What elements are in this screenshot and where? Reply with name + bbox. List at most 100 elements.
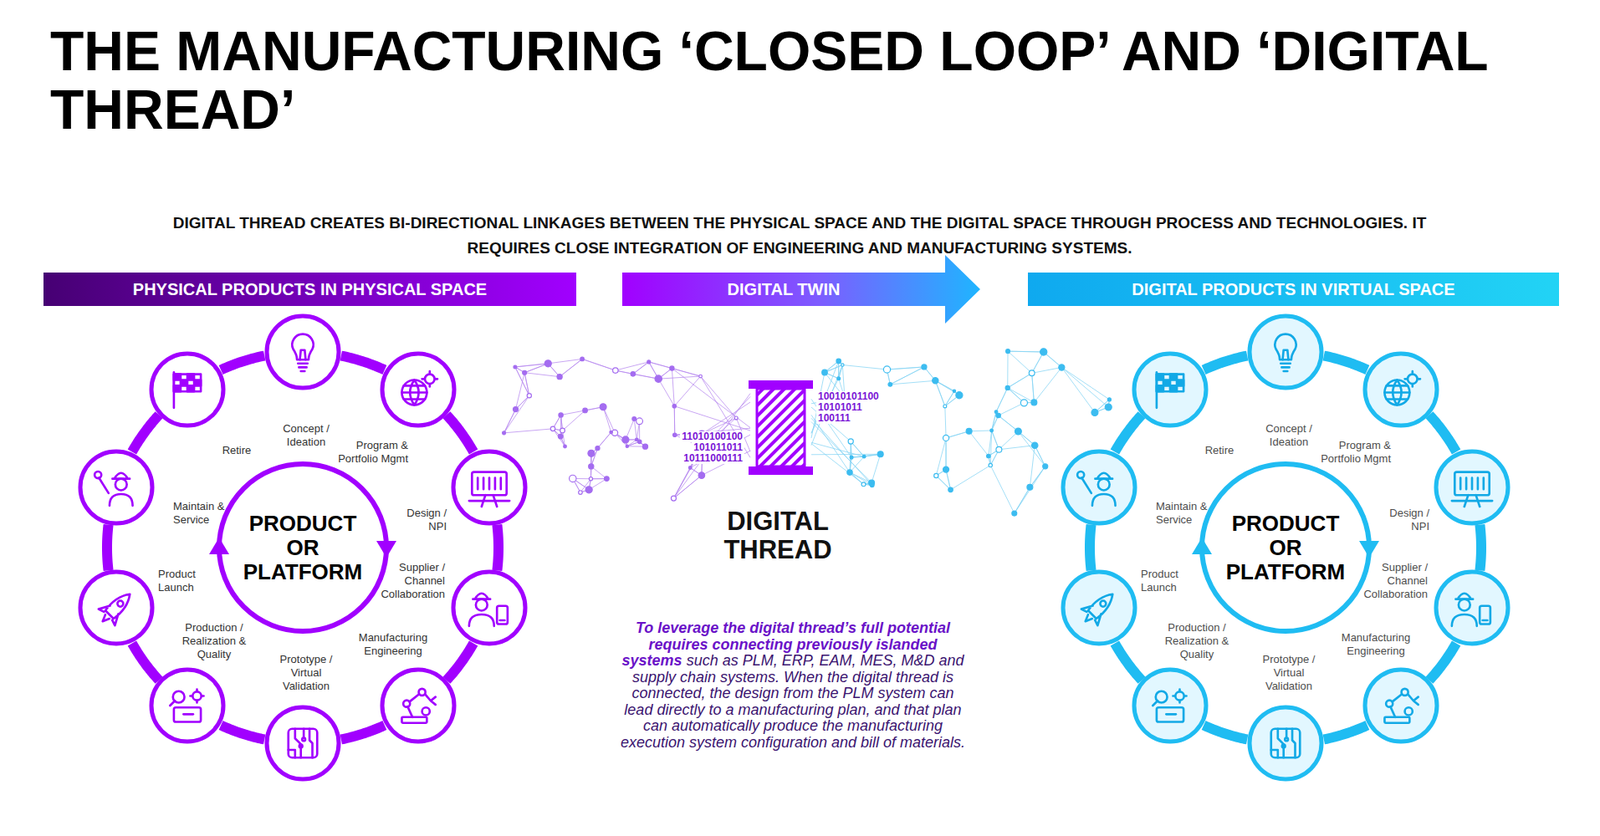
network-link — [1032, 367, 1063, 374]
network-dot — [883, 366, 890, 374]
spool-body — [756, 388, 805, 467]
ring-segment — [107, 525, 109, 572]
stage-icon — [1077, 586, 1121, 630]
network-dot — [588, 464, 594, 470]
icon-stroke — [1156, 385, 1164, 392]
stage-icon — [95, 471, 133, 507]
network-link — [945, 438, 947, 471]
icon-circle — [266, 707, 339, 780]
stage-icon — [468, 471, 509, 507]
stage-icon-circle: Production / Realization & Quality — [1131, 667, 1209, 745]
stage-label: Retire — [1185, 444, 1253, 458]
network-dot — [942, 434, 949, 441]
stage-shape — [148, 667, 226, 745]
icon-stroke — [499, 619, 505, 623]
network-dot — [609, 430, 614, 435]
network-link — [991, 412, 997, 431]
cycle-arrowhead — [209, 537, 230, 555]
stage-shape — [1247, 313, 1324, 391]
arrow-band — [622, 255, 981, 324]
network-dot — [921, 364, 927, 370]
icon-stroke — [1482, 619, 1488, 623]
ring-segment — [132, 414, 159, 452]
icon-stroke — [1404, 708, 1412, 716]
network-link — [1014, 487, 1031, 514]
network-link — [998, 415, 1019, 432]
stage-label: Maintain & Service — [173, 500, 241, 527]
network-link — [524, 373, 530, 397]
network-link — [597, 432, 611, 449]
network-dot — [698, 472, 706, 480]
stage-icon-circle: Supplier / Channel Collaboration — [1433, 569, 1511, 647]
network-link — [674, 376, 701, 407]
network-link — [582, 358, 616, 371]
icon-stroke — [297, 350, 308, 372]
stage-shape — [379, 667, 457, 745]
ring-segment — [1429, 643, 1457, 680]
ring-segment — [341, 356, 385, 371]
hub-text: PRODUCT OR PLATFORM — [1218, 511, 1353, 585]
binary-code: 10111000111 — [681, 453, 745, 465]
stage-icon-circle: Supplier / Channel Collaboration — [450, 569, 528, 647]
icon-circle — [1436, 572, 1508, 645]
network-link — [582, 358, 616, 371]
stage-label: Maintain & Service — [1155, 500, 1223, 527]
icon-stroke — [1153, 701, 1159, 707]
icon-stroke — [94, 586, 139, 630]
stage-shape — [450, 449, 528, 527]
network-dot — [986, 454, 992, 459]
network-link — [811, 454, 881, 456]
network-link — [1061, 367, 1109, 408]
icon-circle — [453, 572, 526, 645]
node-text: DIGITAL TWIN — [727, 279, 841, 300]
network-link — [1014, 487, 1031, 514]
network-dot — [1040, 348, 1048, 356]
stage-icon — [1274, 334, 1296, 372]
icon-circle — [1364, 353, 1437, 426]
network-link — [516, 373, 526, 410]
network-link — [547, 358, 583, 363]
network-dot — [849, 455, 854, 460]
stage-shape — [1247, 705, 1324, 783]
icon-stroke — [1271, 729, 1296, 759]
network-dot — [1012, 511, 1018, 517]
network-link — [935, 475, 951, 491]
icon-circle — [151, 669, 224, 742]
network-link — [996, 388, 1008, 413]
ring-segment — [220, 356, 265, 371]
stage-icon — [401, 689, 435, 724]
note-block: To leverage the digital thread’s full po… — [617, 620, 969, 752]
network-dot — [869, 483, 875, 488]
network-dot — [582, 408, 588, 414]
stage-label: Production / Realization & Quality — [172, 621, 256, 662]
stage-label: Supplier / Channel Collaboration — [365, 561, 445, 602]
icon-circle — [1134, 353, 1207, 426]
icon-stroke — [1451, 477, 1492, 507]
network-link — [1007, 351, 1033, 374]
node-text: DIGITAL PRODUCTS IN VIRTUAL SPACE — [1131, 279, 1455, 300]
network-dot — [877, 451, 884, 458]
icon-stroke — [173, 708, 201, 723]
icon-circle — [1364, 669, 1437, 742]
network-link — [658, 376, 701, 379]
network-dot — [1020, 399, 1028, 407]
network-dot — [513, 407, 519, 413]
icon-stroke — [1177, 379, 1185, 386]
stage-icon — [1271, 729, 1301, 759]
network-link — [1032, 373, 1035, 403]
ring-segment — [341, 725, 385, 741]
network-dot — [932, 378, 939, 384]
icon-stroke — [99, 472, 133, 506]
network-link — [560, 414, 562, 437]
icon-stroke — [475, 599, 487, 612]
stage-icon-circle: Maintain & Service — [77, 449, 155, 527]
stage-shape — [1131, 667, 1209, 745]
icon-circle — [1134, 669, 1207, 742]
stage-shape — [77, 449, 155, 527]
network-link — [671, 368, 701, 378]
network-link — [552, 429, 565, 447]
ring-segment — [496, 525, 499, 572]
stage-shape — [1362, 667, 1440, 745]
icon-circle — [80, 572, 153, 645]
stage-icon — [288, 729, 318, 759]
